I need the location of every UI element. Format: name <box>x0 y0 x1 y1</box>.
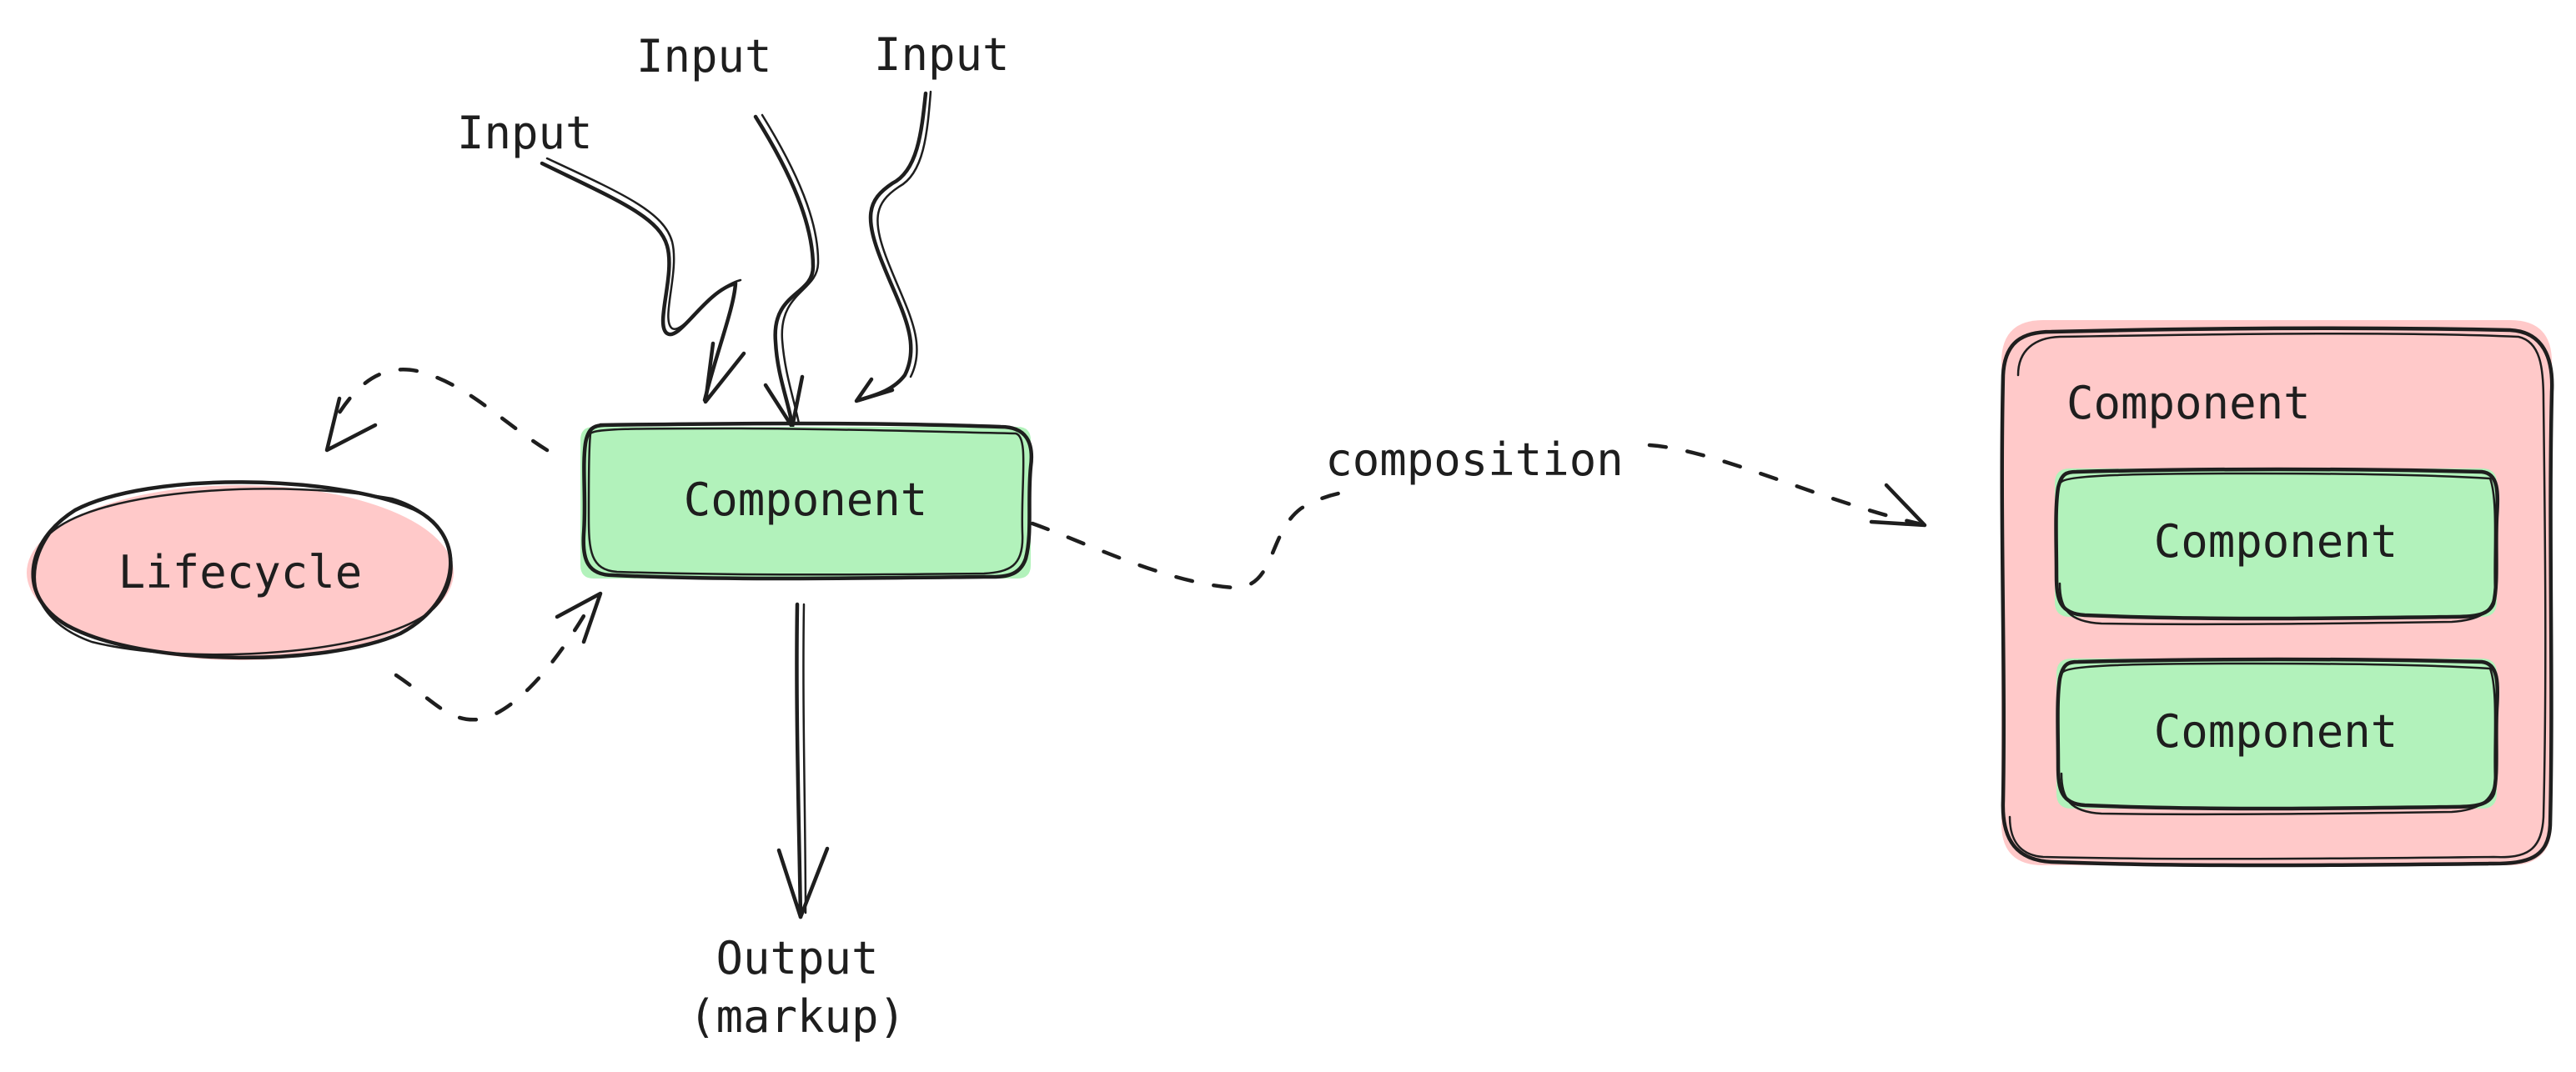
child-component-1: Component <box>2054 467 2500 626</box>
main-component-box: Component <box>580 421 1034 581</box>
composition-label: composition <box>1325 433 1624 486</box>
input-arrow-left <box>540 157 746 404</box>
output-label-line1: Output <box>716 932 878 984</box>
main-component-label: Component <box>684 473 928 526</box>
input-arrow-middle <box>753 113 820 429</box>
lifecycle-node: Lifecycle <box>27 480 454 660</box>
input-label-left: Input <box>457 107 593 159</box>
output-arrow <box>776 602 830 919</box>
lifecycle-label: Lifecycle <box>118 546 363 599</box>
composition-arrow <box>1030 443 1927 590</box>
composite-container-label: Component <box>2066 377 2311 429</box>
input-arrow-right <box>854 90 932 403</box>
lifecycle-arrow-in <box>394 591 603 722</box>
output-label-line2: (markup) <box>689 990 906 1043</box>
lifecycle-arrow-out <box>324 368 550 453</box>
input-label-right: Input <box>874 28 1010 81</box>
input-label-middle: Input <box>636 30 772 83</box>
child-component-1-label: Component <box>2154 515 2398 568</box>
child-component-2-label: Component <box>2154 705 2398 758</box>
child-component-2: Component <box>2056 657 2500 816</box>
